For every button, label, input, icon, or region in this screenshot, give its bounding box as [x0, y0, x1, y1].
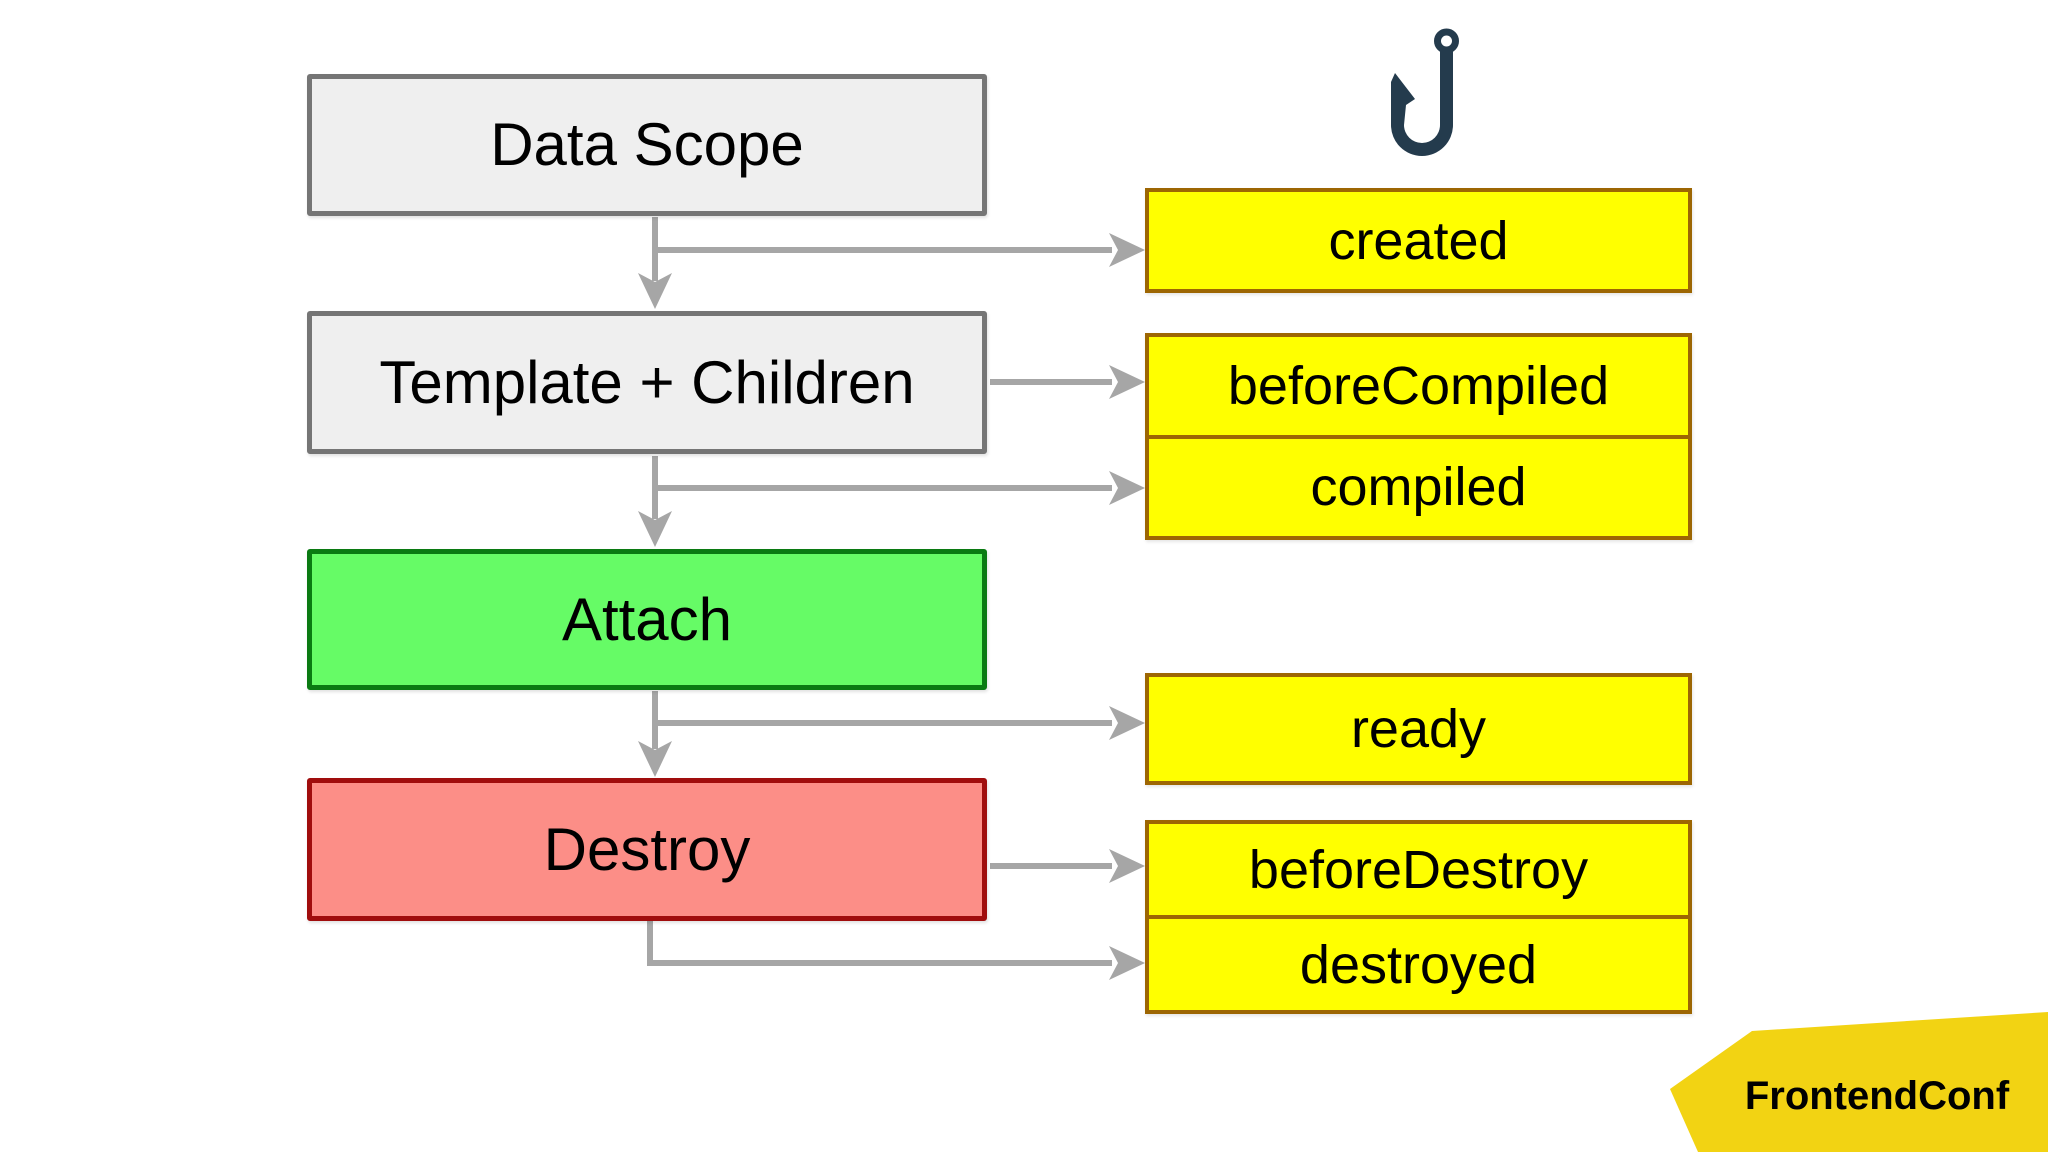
hook-box-compiled: compiled — [1149, 434, 1688, 536]
hook-stack-compile: beforeCompiled compiled — [1145, 333, 1692, 540]
arrow-attach-to-destroy-and-ready — [638, 691, 1145, 777]
arrow-datascope-to-template-and-created — [638, 217, 1145, 309]
hook-box-beforedestroy: beforeDestroy — [1149, 824, 1688, 915]
hook-label-beforecompiled: beforeCompiled — [1227, 355, 1610, 416]
arrow-destroy-to-beforedestroy — [990, 849, 1145, 883]
stage-label-data-scope: Data Scope — [490, 111, 804, 178]
hook-box-ready: ready — [1145, 673, 1692, 785]
stage-label-attach: Attach — [561, 585, 733, 653]
arrow-template-to-beforecompiled — [990, 365, 1145, 399]
hook-label-beforedestroy: beforeDestroy — [1248, 839, 1589, 900]
hook-stack-destroy: beforeDestroy destroyed — [1145, 820, 1692, 1014]
hook-box-destroyed: destroyed — [1149, 915, 1688, 1010]
hook-label-destroyed: destroyed — [1299, 934, 1538, 995]
hook-label-compiled: compiled — [1310, 457, 1527, 518]
arrow-destroy-to-destroyed — [647, 921, 1145, 980]
hook-label-ready: ready — [1350, 699, 1487, 759]
hook-label-created: created — [1328, 210, 1509, 271]
hook-box-created: created — [1145, 188, 1692, 293]
stage-box-data-scope: Data Scope — [307, 74, 987, 216]
arrow-template-to-attach-and-compiled — [638, 456, 1145, 547]
stage-label-template-children: Template + Children — [379, 348, 915, 416]
stage-box-attach: Attach — [307, 549, 987, 690]
brand-logo-text: FrontendConf — [1744, 1074, 2010, 1118]
hook-box-beforecompiled: beforeCompiled — [1149, 337, 1688, 435]
fishing-hook-icon — [1391, 28, 1459, 156]
stage-label-destroy: Destroy — [543, 815, 751, 883]
stage-box-template-children: Template + Children — [307, 311, 987, 454]
stage-box-destroy: Destroy — [307, 778, 987, 921]
